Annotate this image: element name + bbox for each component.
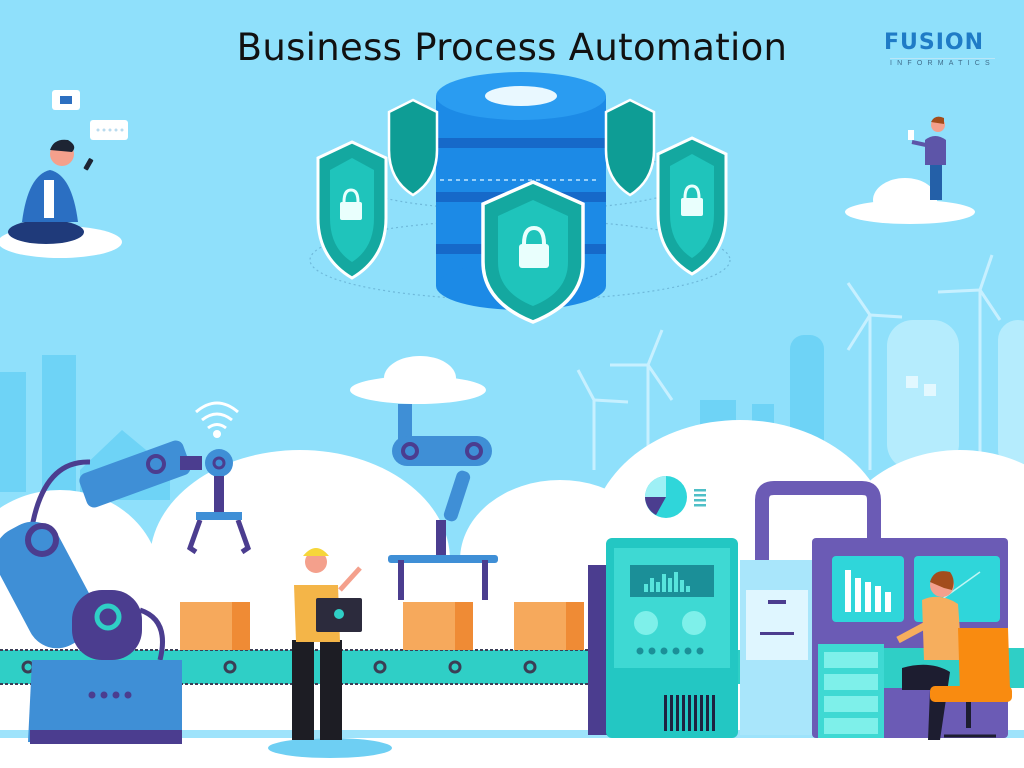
person-standing-on-cloud bbox=[845, 116, 975, 224]
security-shields-with-locks bbox=[316, 98, 728, 324]
shield-lock-icon bbox=[387, 98, 439, 197]
box bbox=[180, 602, 250, 650]
shield-lock-icon bbox=[604, 98, 656, 197]
orange-chair bbox=[930, 628, 1012, 738]
shield-lock-icon bbox=[481, 180, 585, 324]
fusion-informatics-logo: FUSION INFORMATICS bbox=[884, 30, 1010, 72]
wind-turbines bbox=[576, 254, 1002, 470]
shield-lock-icon bbox=[316, 140, 388, 280]
wifi-signal-icon bbox=[195, 401, 239, 438]
logo-subtitle: INFORMATICS bbox=[890, 58, 995, 67]
logo-wordmark: FUSION bbox=[884, 30, 985, 55]
robotic-arm bbox=[0, 440, 252, 744]
engineer-with-laptop bbox=[268, 548, 392, 758]
storage-tanks bbox=[887, 320, 1024, 470]
box bbox=[514, 602, 584, 650]
box bbox=[403, 602, 473, 650]
control-panel-machine bbox=[588, 481, 881, 738]
pie-chart-icon bbox=[645, 476, 706, 518]
shield-lock-icon bbox=[656, 136, 728, 276]
person-sitting-with-phone bbox=[0, 90, 128, 258]
page-title: Business Process Automation bbox=[236, 26, 788, 69]
cardboard-boxes bbox=[180, 602, 584, 650]
operator-at-console bbox=[896, 571, 1012, 740]
overhead-robot-arm bbox=[350, 356, 498, 600]
